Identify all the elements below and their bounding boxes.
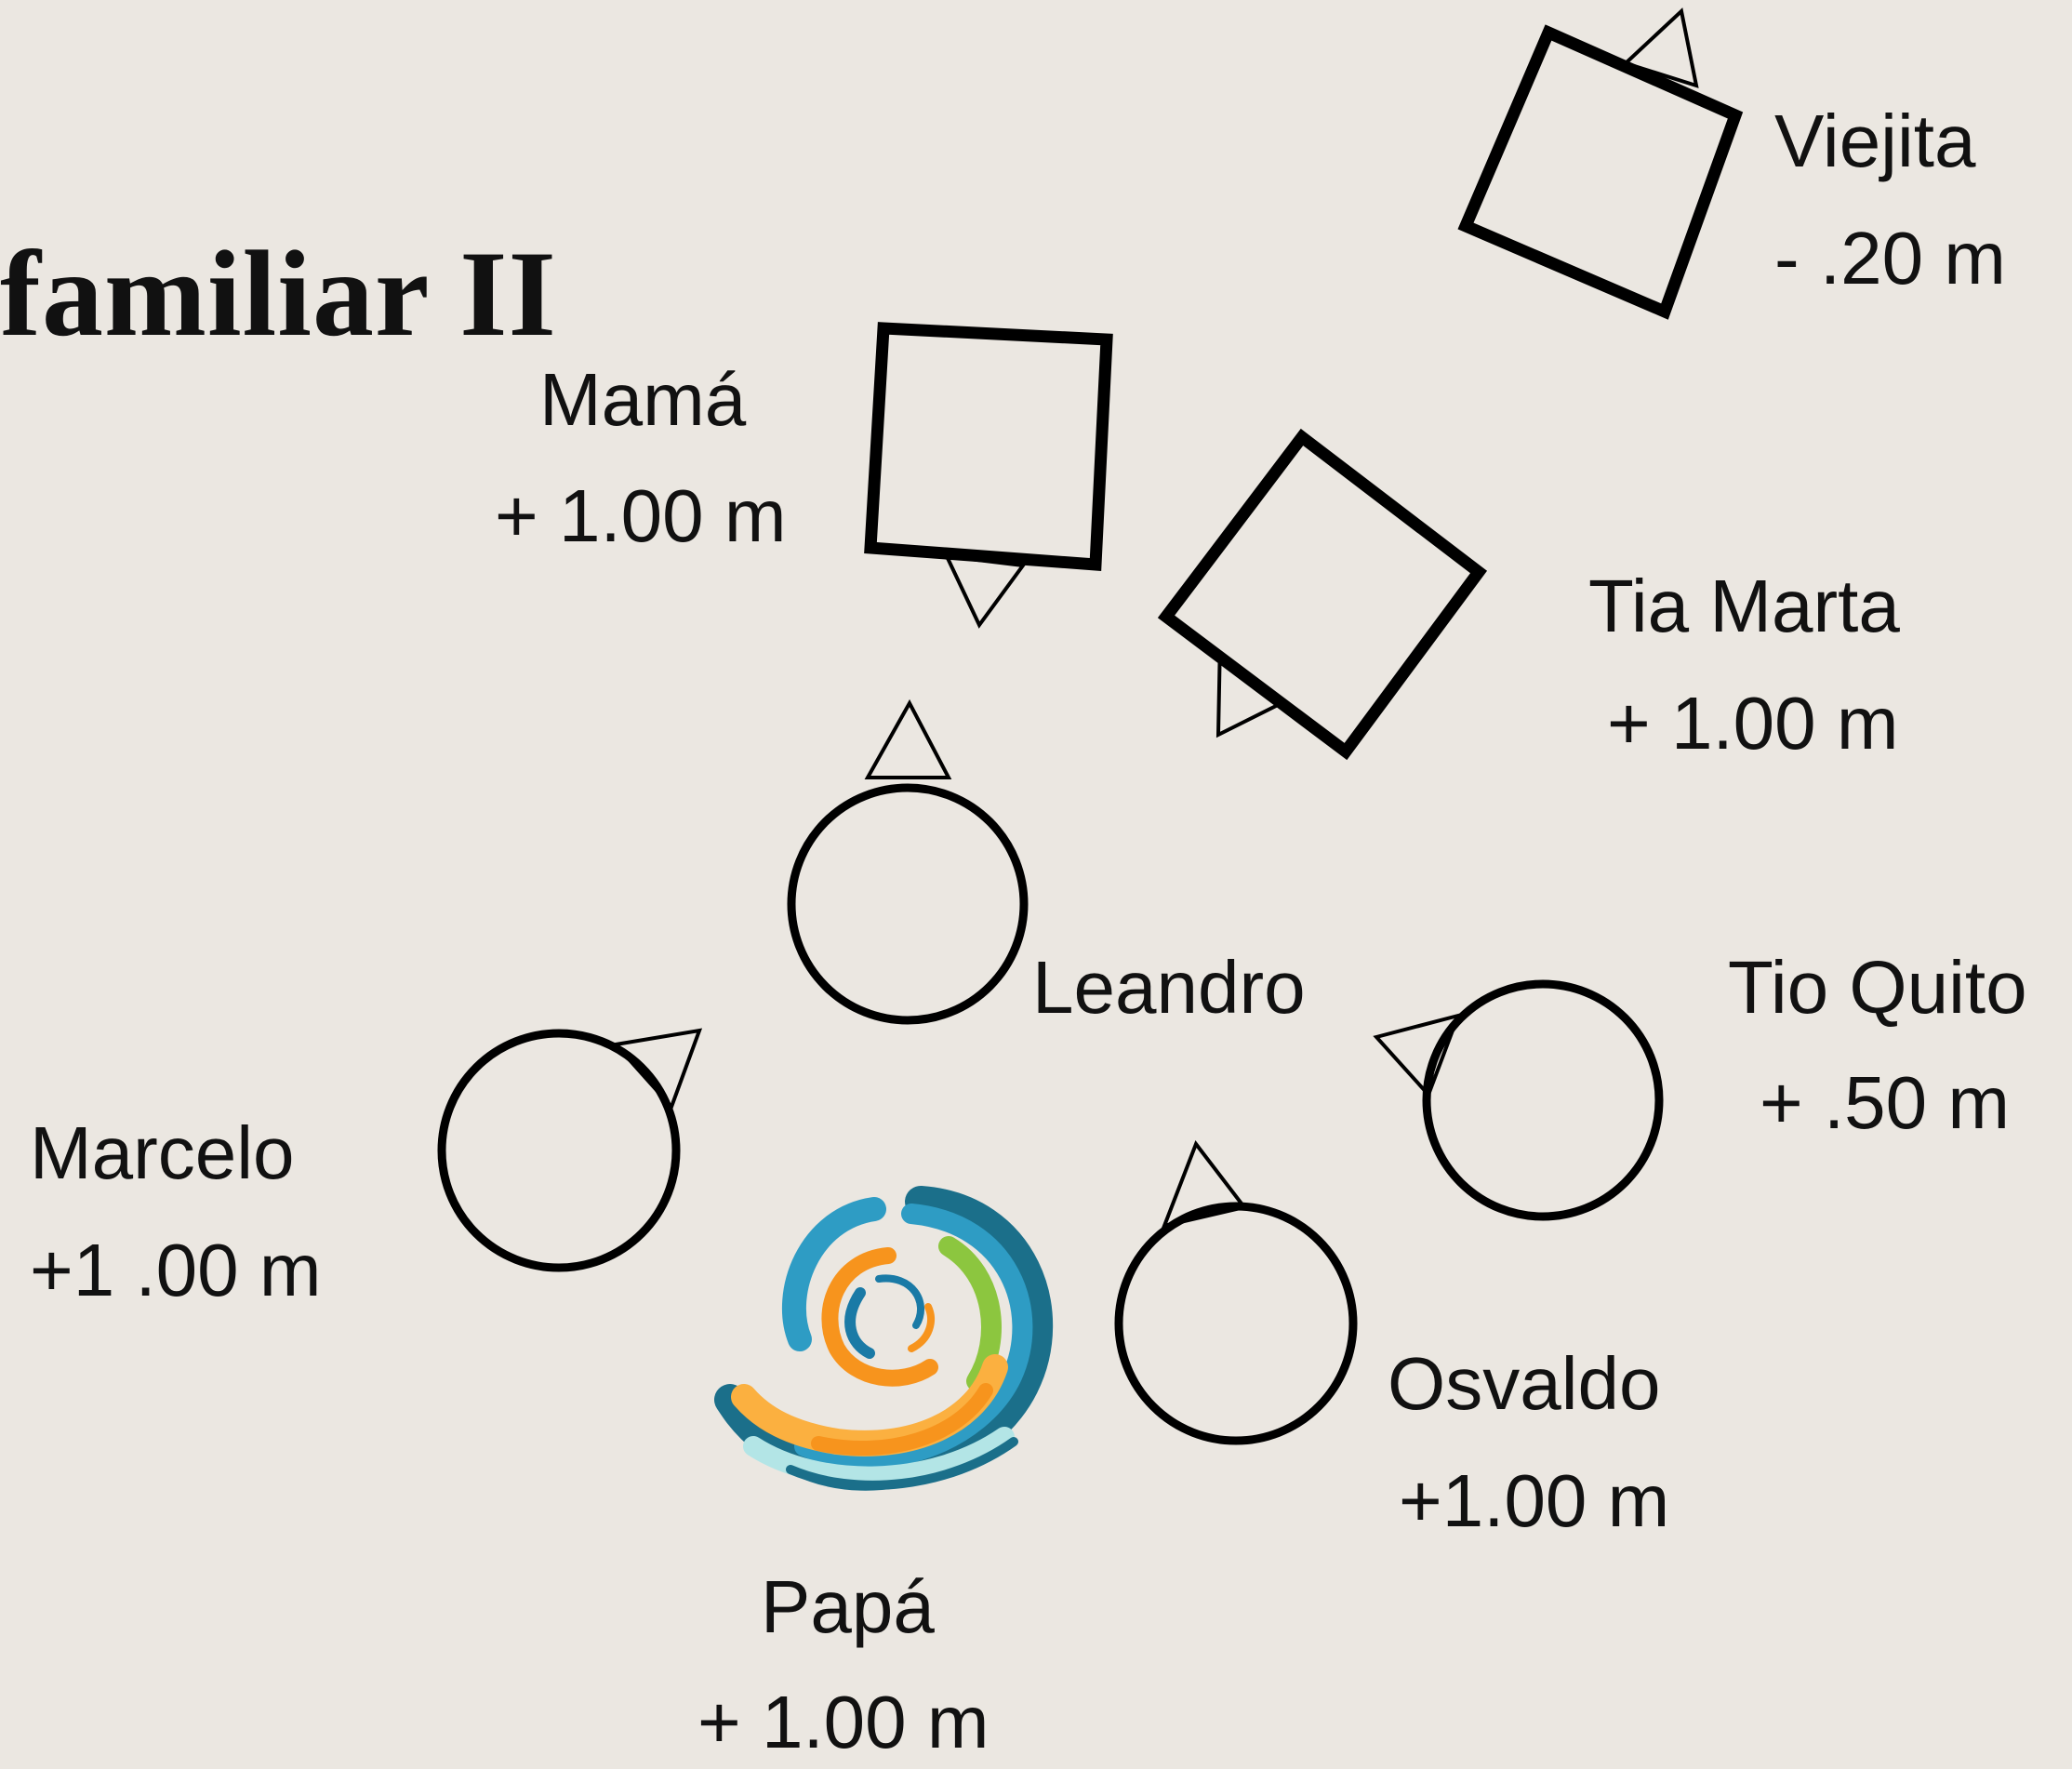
mama-square <box>864 322 1113 571</box>
mama-marker <box>864 322 1113 629</box>
papa-name: Papá <box>761 1565 935 1648</box>
viejita-name: Viejita <box>1774 100 1976 182</box>
tio-quito-marker <box>1373 979 1664 1221</box>
tio-quito-circle <box>1422 979 1664 1221</box>
osvaldo-height: +1.00 m <box>1399 1459 1670 1542</box>
tia-marta-square <box>1157 428 1488 761</box>
osvaldo-direction-triangle <box>1161 1139 1248 1229</box>
papa-swirl-icon <box>714 1186 1054 1491</box>
papa-height: + 1.00 m <box>697 1681 990 1763</box>
marcelo-height: +1 .00 m <box>30 1229 322 1311</box>
marcelo-circle <box>437 1029 681 1272</box>
tia-marta-marker <box>1157 428 1488 761</box>
marcelo-direction-triangle <box>612 1028 703 1111</box>
marcelo-marker <box>437 1028 703 1272</box>
tia-marta-name: Tia Marta <box>1588 565 1900 647</box>
leandro-direction-triangle <box>864 698 952 779</box>
marcelo-name: Marcelo <box>30 1111 295 1194</box>
viejita-marker <box>1457 7 1744 320</box>
leandro-marker <box>787 698 1029 1025</box>
mama-height: + 1.00 m <box>495 474 787 557</box>
tia-marta-height: + 1.00 m <box>1607 682 1899 765</box>
viejita-height: - .20 m <box>1774 217 2006 299</box>
tio-quito-height: + .50 m <box>1760 1061 2011 1144</box>
diagram-title: familiar II <box>0 225 557 362</box>
osvaldo-name: Osvaldo <box>1388 1342 1661 1425</box>
viejita-direction-triangle <box>1622 7 1699 88</box>
mama-direction-triangle <box>943 553 1027 629</box>
tio-quito-name: Tio Quito <box>1728 946 2027 1029</box>
leandro-name: Leandro <box>1032 946 1306 1029</box>
mama-name: Mamá <box>539 358 747 441</box>
tio-quito-direction-triangle <box>1373 1013 1462 1098</box>
leandro-circle <box>787 783 1029 1025</box>
viejita-square <box>1457 24 1744 320</box>
osvaldo-circle <box>1114 1202 1358 1445</box>
osvaldo-marker <box>1114 1139 1358 1445</box>
